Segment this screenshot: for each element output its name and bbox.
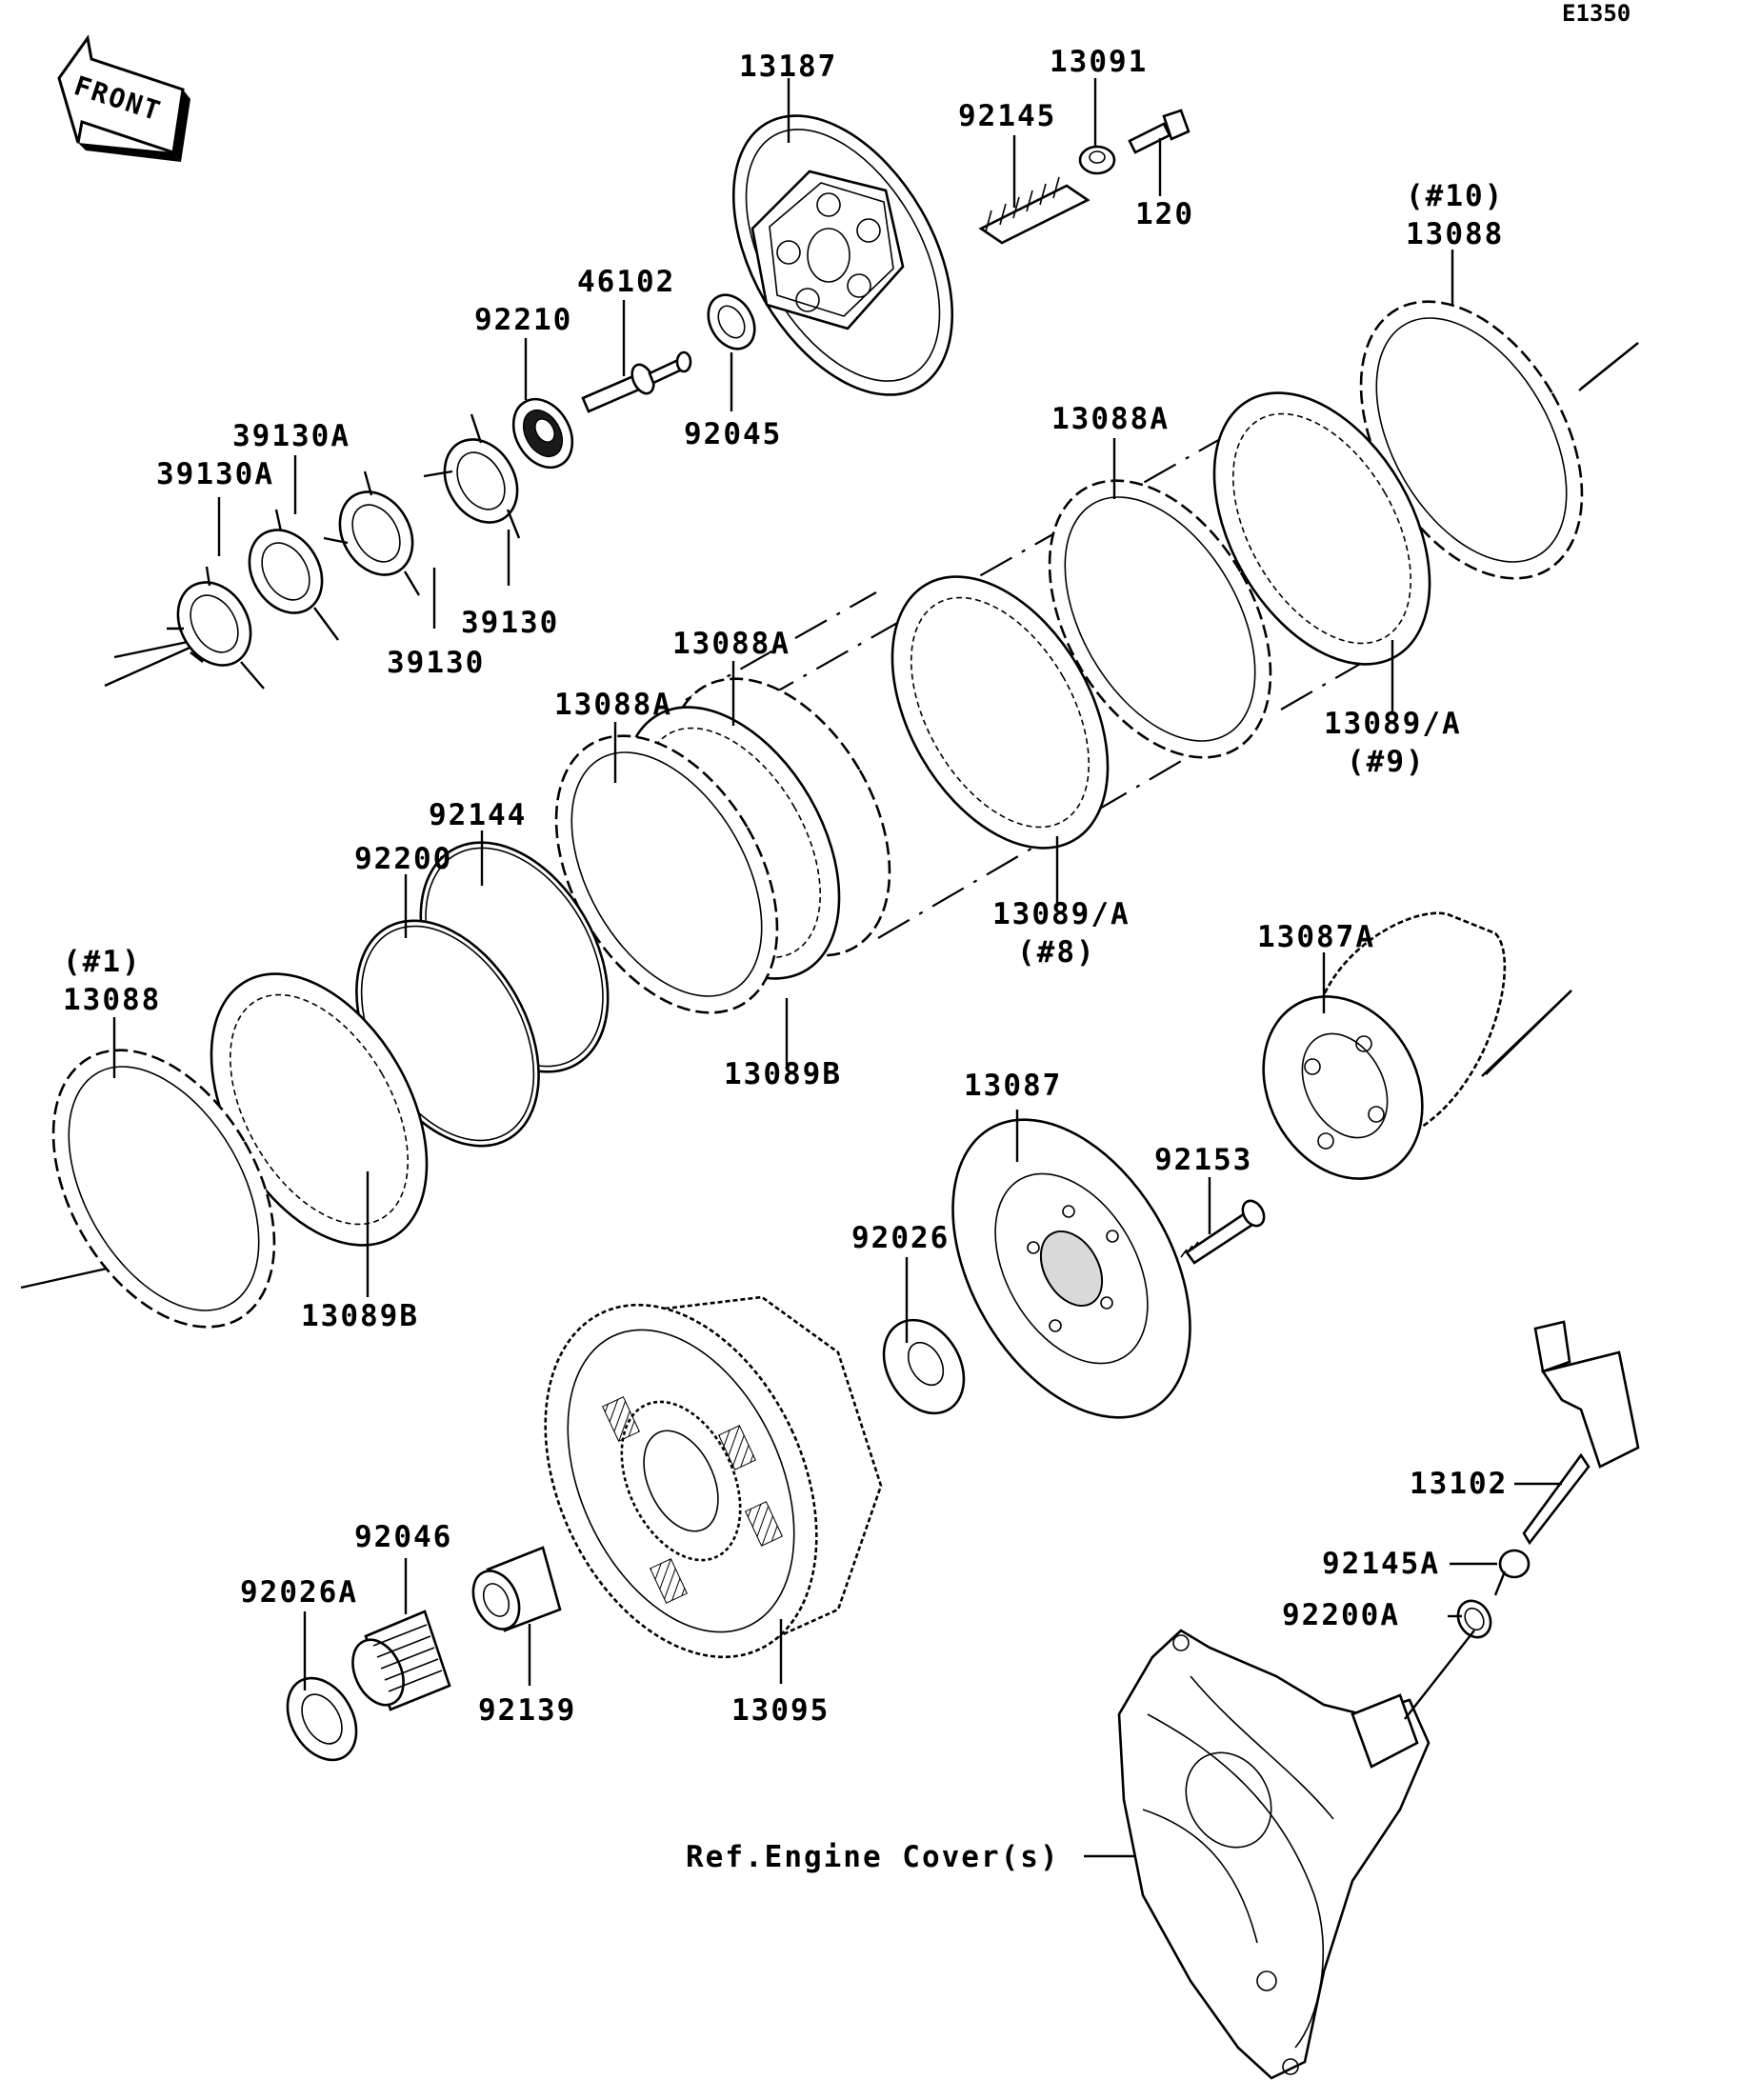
part-39130-plates (167, 413, 521, 690)
part-92139-sleeve (471, 1546, 562, 1632)
label-92145A: 92145A (1322, 1547, 1440, 1581)
label-92026A: 92026A (240, 1575, 358, 1610)
label-13095: 13095 (731, 1693, 830, 1728)
part-13095-clutch-housing (544, 1295, 883, 1659)
part-46102-push-rod (581, 350, 692, 413)
label-13087: 13087 (964, 1069, 1062, 1103)
label-9: (#9) (1347, 745, 1426, 779)
leader-lines (112, 78, 1562, 1858)
label-120: 120 (1135, 197, 1194, 231)
label-92045: 92045 (684, 417, 782, 451)
part-92045-bearing (707, 293, 756, 350)
part-13088A-stack (554, 677, 891, 1014)
label-92153: 92153 (1154, 1143, 1252, 1177)
part-13087-clutch-plate (951, 1118, 1191, 1419)
label-39130A-lower: 39130A (156, 457, 274, 491)
label-13089A-9: 13089/A (1324, 707, 1462, 741)
label-92144: 92144 (429, 798, 527, 832)
part-13088-friction-plate-1 (51, 1049, 276, 1329)
label-92139: 92139 (478, 1693, 576, 1728)
label-92145: 92145 (958, 99, 1056, 133)
part-92145A-spring (1493, 1549, 1531, 1596)
part-labels: 13187 13091 92145 120 (#10) 13088 46102 … (63, 45, 1508, 1874)
label-13089B-upper: 13089B (724, 1057, 842, 1091)
label-39130-lower: 39130 (387, 646, 485, 680)
part-13089-steel-plate-8 (891, 575, 1110, 850)
label-13088A-top: 13088A (1051, 402, 1170, 436)
label-8: (#8) (1017, 935, 1096, 970)
part-13089-steel-plate-9 (1212, 391, 1431, 666)
label-13102: 13102 (1410, 1467, 1508, 1501)
label-13088A-lower: 13088A (554, 688, 672, 722)
part-92210-oil-seal (511, 397, 574, 470)
part-13087A-clutch-hub (1262, 911, 1507, 1180)
label-13088A-middle: 13088A (672, 627, 790, 661)
label-13089A-8: 13089/A (992, 897, 1131, 931)
label-13087A: 13087A (1257, 920, 1375, 954)
label-13088-bottom: 13088 (63, 983, 161, 1017)
part-92026-washer (882, 1318, 966, 1415)
reference-label: Ref.Engine Cover(s) (686, 1840, 1060, 1874)
label-13091: 13091 (1050, 45, 1148, 79)
part-92026A-washer (286, 1676, 358, 1762)
label-92026: 92026 (851, 1221, 950, 1255)
part-120-bolt (1128, 109, 1191, 154)
part-92046-needle-bearing (351, 1610, 451, 1711)
label-46102: 46102 (577, 265, 675, 299)
label-1: (#1) (63, 945, 142, 979)
label-13187: 13187 (739, 50, 837, 84)
label-39130A-upper: 39130A (232, 419, 350, 453)
part-engine-cover (1117, 1629, 1431, 2080)
label-13088-top: 13088 (1406, 217, 1504, 251)
label-13089B-lower: 13089B (301, 1299, 419, 1333)
part-13102-release-shaft (1522, 1320, 1640, 1546)
label-92046: 92046 (354, 1520, 452, 1554)
part-92200A-washer (1456, 1599, 1492, 1639)
label-92200: 92200 (354, 842, 452, 876)
part-13088A-friction-plate (1048, 479, 1272, 759)
label-92200A: 92200A (1282, 1598, 1400, 1632)
front-arrow-icon: FRONT (57, 34, 190, 162)
diagram-code: E1350 (1562, 0, 1631, 27)
part-13187-pressure-plate (731, 114, 954, 396)
part-92153-bolt (1180, 1199, 1266, 1265)
label-10: (#10) (1406, 179, 1504, 213)
part-92145-spring (978, 176, 1091, 245)
label-39130-upper: 39130 (461, 606, 559, 640)
label-92210: 92210 (474, 303, 572, 337)
part-13091-spring-holder (1078, 145, 1116, 175)
